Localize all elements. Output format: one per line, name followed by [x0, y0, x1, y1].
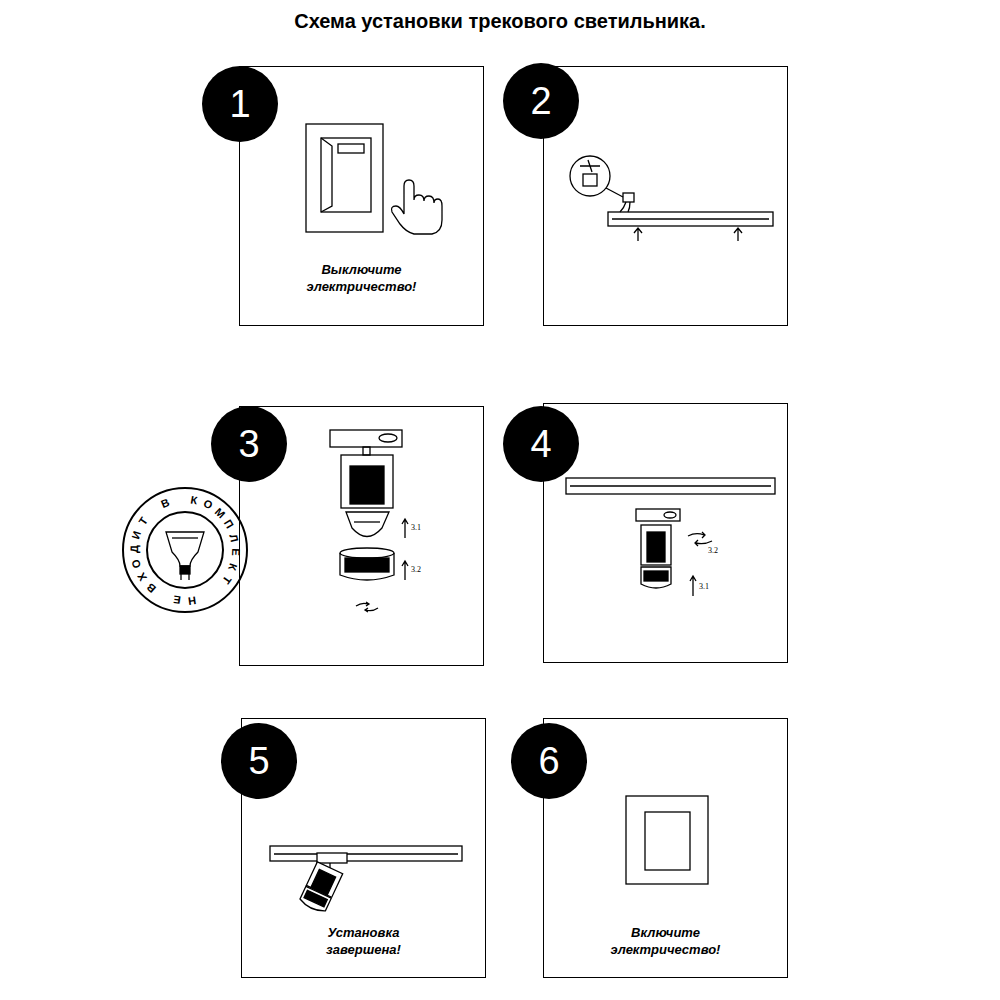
- switch-rocker: [321, 138, 371, 212]
- switch-plate: [626, 796, 708, 884]
- assembly-arrow: [690, 576, 696, 596]
- ring-band: [644, 571, 668, 581]
- track-rail: [270, 846, 462, 861]
- step-number: 2: [530, 80, 551, 123]
- bulb-icon: [166, 532, 204, 566]
- track-adapter: [330, 430, 402, 447]
- stamp-text: НЕ ВХОДИТ В КОМПЛЕКТ: [115, 480, 255, 620]
- assembly-arrow: [402, 519, 408, 538]
- bulb-base: [180, 566, 190, 574]
- wire-detail: [580, 160, 600, 172]
- diagram-title: Схема установки трекового светильника.: [0, 10, 1000, 33]
- hand-icon: [392, 180, 443, 234]
- step-caption: Включите электричество!: [550, 924, 781, 958]
- step-number: 6: [538, 740, 559, 783]
- switch-plate: [306, 124, 383, 232]
- step-number-circle: 4: [503, 406, 579, 482]
- terminal-block: [623, 193, 634, 202]
- step-number: 3: [238, 423, 259, 466]
- mount-arrow: [734, 228, 742, 241]
- stem: [363, 447, 370, 455]
- rail-groove: [612, 218, 769, 219]
- callout-number: 3.1: [411, 523, 421, 532]
- lamp-body: [341, 455, 393, 508]
- stamp-ring: [123, 488, 247, 612]
- rotate-arrow: [688, 532, 712, 546]
- ring-band: [345, 558, 389, 572]
- switch-window: [338, 144, 364, 153]
- ring-top: [340, 548, 394, 558]
- detail-leader: [606, 188, 623, 197]
- switch-rocker: [645, 812, 690, 870]
- callout-number: 3.2: [708, 546, 718, 555]
- track-rail: [566, 478, 775, 494]
- step-panel: 3: [239, 406, 484, 666]
- track-adapter: [636, 509, 680, 521]
- lens-ring: [299, 886, 332, 914]
- track-rail: [608, 212, 773, 226]
- step-number: 1: [229, 83, 250, 126]
- bulb-rim: [354, 521, 380, 522]
- rotate-arrow: [356, 602, 378, 612]
- lens-ring: [340, 553, 394, 580]
- wire: [620, 202, 630, 212]
- step-panel: 4: [543, 403, 788, 663]
- step-number-circle: 6: [511, 723, 587, 799]
- terminal-detail: [583, 174, 597, 186]
- bulb-pin: [188, 574, 189, 580]
- step-number-circle: 1: [202, 66, 278, 142]
- step-panel: 2: [543, 66, 788, 326]
- rail-groove: [274, 853, 458, 854]
- stamp-circle: НЕ ВХОДИТ В КОМПЛЕКТ: [115, 480, 255, 620]
- lens-ring: [641, 567, 671, 588]
- bulb-line: [172, 537, 198, 538]
- detail-circle: [570, 156, 610, 196]
- step-panel: 5Установка завершена!: [241, 718, 486, 978]
- mount-arrow: [634, 228, 642, 241]
- rocker-edge: [321, 138, 332, 212]
- step-panel: 6Включите электричество!: [543, 718, 788, 978]
- step-caption: Установка завершена!: [248, 924, 479, 958]
- body-shade: [350, 466, 384, 504]
- body-shade: [647, 532, 665, 562]
- step-number-circle: 2: [503, 63, 579, 139]
- callout-number: 3.2: [411, 565, 421, 574]
- ring-band: [304, 890, 327, 907]
- assembly-arrow: [402, 561, 408, 580]
- stamp-ring: [147, 512, 223, 588]
- bulb: [346, 512, 389, 537]
- lamp-body: [641, 525, 671, 565]
- rail-groove: [570, 485, 771, 486]
- track-adapter: [317, 853, 347, 863]
- step-number: 4: [530, 423, 551, 466]
- bulb-pin: [180, 574, 181, 580]
- step-panel: 1Выключите электричество!: [239, 66, 484, 326]
- adapter-knob: [664, 512, 676, 518]
- step-number-circle: 3: [211, 406, 287, 482]
- callout-number: 3.1: [699, 582, 709, 591]
- step-number: 5: [248, 740, 269, 783]
- step-number-circle: 5: [221, 723, 297, 799]
- step-caption: Выключите электричество!: [246, 261, 477, 295]
- adapter-knob: [379, 434, 397, 442]
